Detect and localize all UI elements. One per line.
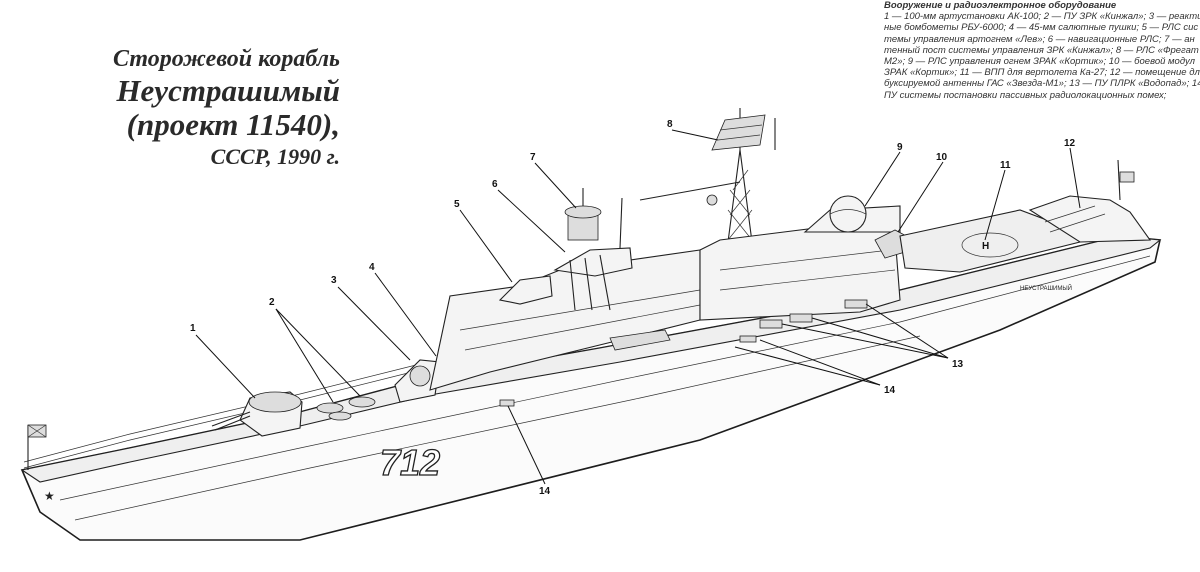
legend-line: М2»; 9 — РЛС управления огнем ЗРАК «Корт… bbox=[884, 56, 1195, 68]
ship-name-plate: НЕУСТРАШИМЫЙ bbox=[1020, 284, 1072, 292]
svg-text:H: H bbox=[982, 241, 989, 252]
callout-3: 3 bbox=[331, 275, 337, 286]
callout-12: 12 bbox=[1064, 138, 1076, 149]
legend-line: 1 — 100-мм артустановки АК-100; 2 — ПУ З… bbox=[884, 11, 1200, 23]
sam-launchers bbox=[316, 396, 376, 421]
callout-11: 11 bbox=[1000, 160, 1011, 171]
bow-flag bbox=[27, 424, 47, 470]
callout-14a: 14 bbox=[884, 385, 896, 396]
radome-kortik bbox=[829, 195, 867, 233]
legend-line: ЗРАК «Кортик»; 11 — ВПП для вертолета Ка… bbox=[884, 67, 1200, 79]
legend-line: тенный пост системы управления ЗРК «Кинж… bbox=[884, 44, 1199, 56]
legend-line: ные бомбометы РБУ-6000; 4 — 45-мм салютн… bbox=[884, 22, 1199, 34]
callout-5: 5 bbox=[454, 199, 460, 210]
star-icon: ★ bbox=[44, 489, 55, 503]
title-ship-name: Неустрашимый bbox=[116, 73, 340, 108]
leader-lines bbox=[195, 129, 1081, 485]
legend-line: буксируемой антенны ГАС «Звезда-М1»; 13 … bbox=[884, 78, 1200, 90]
callout-6: 6 bbox=[492, 179, 498, 190]
callout-14b: 14 bbox=[539, 486, 551, 497]
callout-7: 7 bbox=[530, 152, 536, 163]
callout-8: 8 bbox=[667, 119, 673, 130]
title-ship-class: Сторожевой корабль bbox=[113, 46, 340, 72]
gun-turret-ak100 bbox=[211, 391, 303, 437]
main-mast bbox=[639, 108, 776, 266]
callout-13: 13 bbox=[952, 359, 964, 370]
hull-number: 712 bbox=[380, 442, 440, 483]
title-project: (проект 11540), bbox=[126, 107, 340, 142]
callout-1: 1 bbox=[190, 323, 196, 334]
railing bbox=[23, 363, 421, 469]
callout-2: 2 bbox=[269, 297, 275, 308]
legend-block: Вооружение и радиоэлектронное оборудован… bbox=[884, 0, 1200, 120]
title-block: Сторожевой корабль Неустрашимый (проект … bbox=[40, 44, 340, 172]
callout-10: 10 bbox=[936, 152, 948, 163]
sonar-compartment bbox=[1028, 159, 1152, 243]
callout-labels: 1 2 3 4 5 6 7 8 9 10 11 12 13 14 14 bbox=[190, 119, 1076, 497]
legend-line: ПУ системы постановки пассивных радиолок… bbox=[884, 89, 1167, 101]
title-country-year: СССР, 1990 г. bbox=[210, 144, 340, 169]
legend-line: темы управления артогнем «Лев»; 6 — нави… bbox=[884, 33, 1195, 45]
bridge-mast bbox=[498, 188, 633, 311]
legend-heading: Вооружение и радиоэлектронное оборудован… bbox=[884, 0, 1117, 11]
callout-4: 4 bbox=[369, 262, 375, 273]
callout-9: 9 bbox=[897, 142, 903, 153]
